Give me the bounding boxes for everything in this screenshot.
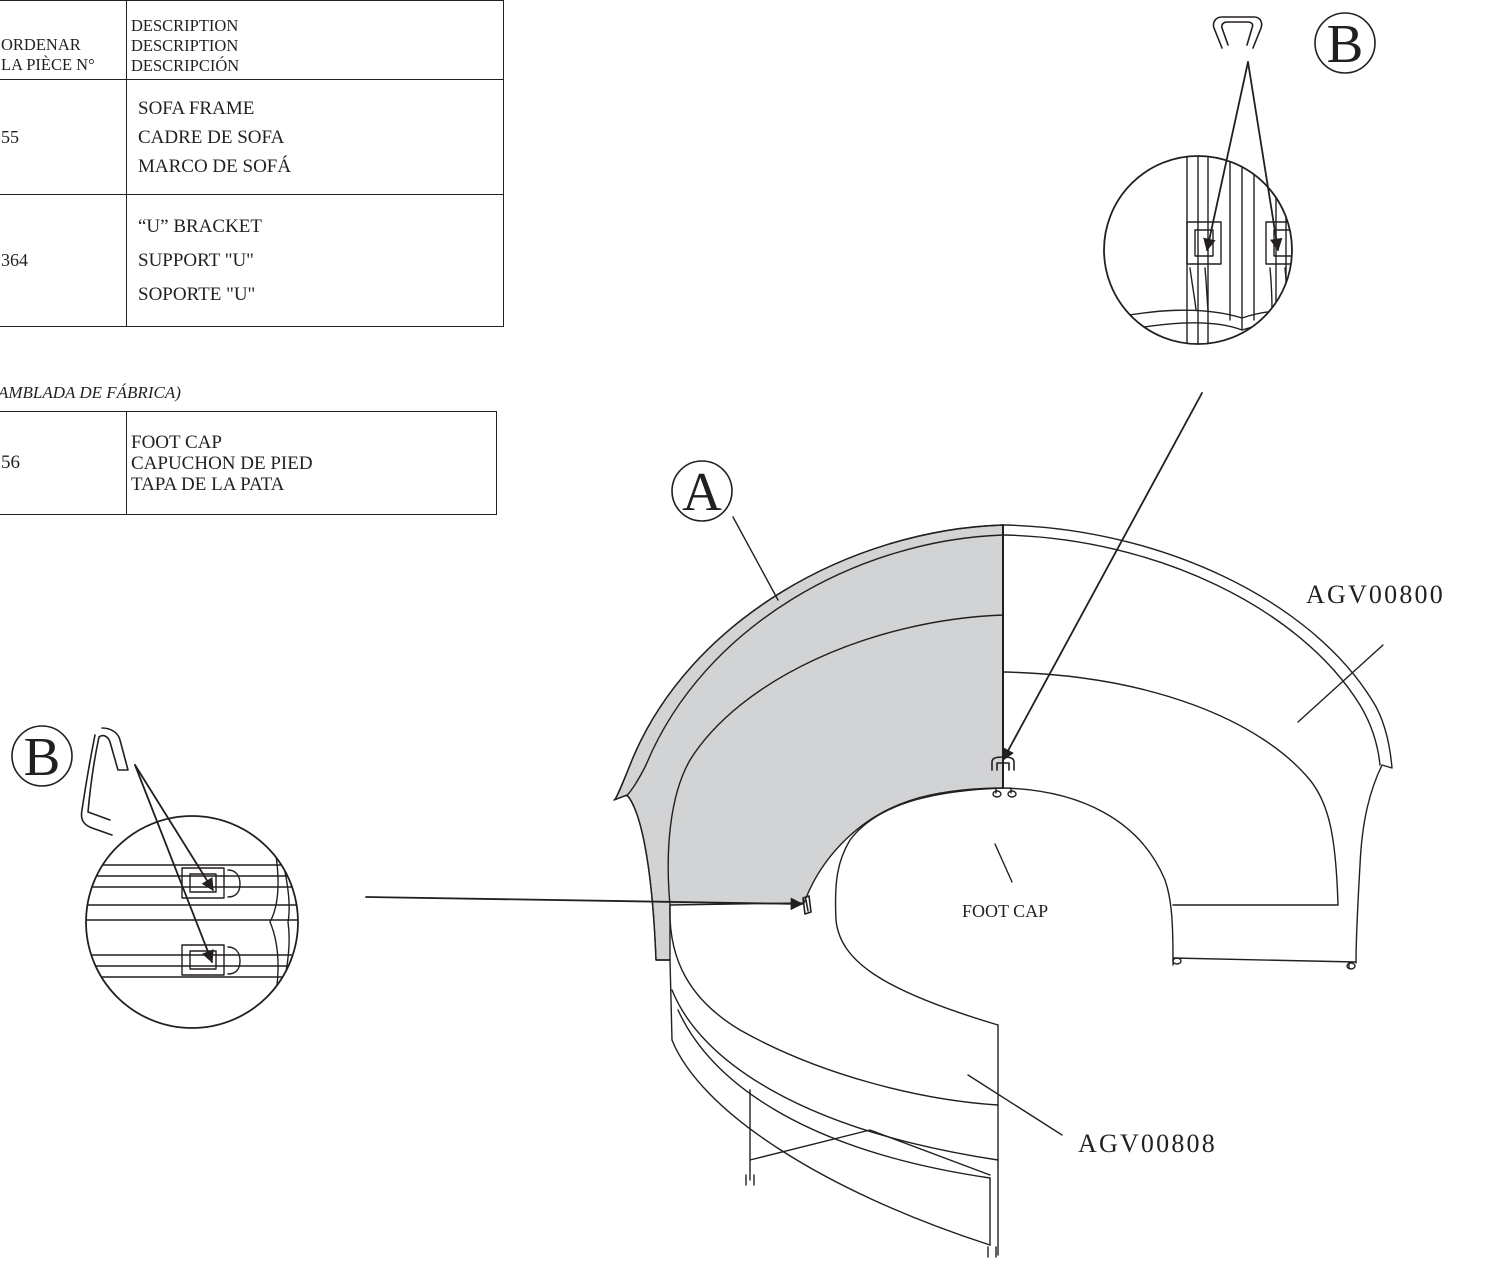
detail-circle-left [85,764,299,1029]
desc-line: CAPUCHON DE PIED [131,452,313,474]
model-label-front: AGV00808 [1078,1129,1217,1158]
leader-a [732,516,779,601]
callout-circle-b-top [1314,12,1376,74]
callout-b-top: B [1327,13,1364,74]
sofa-section-a [613,524,1004,961]
header-part-number: ORDENAR LA PIÈCE N° [0,0,127,80]
foot-cap-label: FOOT CAP [962,901,1048,921]
desc-line: FOOT CAP [131,431,222,453]
desc-line: SOPORTE "U" [138,283,256,305]
description-cell: SOFA FRAME CADRE DE SOFA MARCO DE SOFÁ [126,79,504,195]
foot-caps [992,787,1017,798]
callout-a: A [682,461,722,522]
sofa-section-right [1002,524,1393,970]
callout-circle-a [671,460,733,522]
u-bracket-icon-top [1212,16,1263,49]
arrow-top-detail [1002,392,1203,762]
part-number-cell: 56 [0,411,127,515]
description-cell: FOOT CAP CAPUCHON DE PIED TAPA DE LA PAT… [126,411,497,515]
header-desc-line: DESCRIPTION [131,16,239,35]
desc-line: “U” BRACKET [138,215,263,237]
table-row: 56 FOOT CAP CAPUCHON DE PIED TAPA DE LA … [0,411,497,515]
model-label-right: AGV00800 [1306,580,1445,609]
parts-table: ORDENAR LA PIÈCE N° DESCRIPTION DESCRIPT… [0,0,504,327]
header-desc-line: DESCRIPTION [131,36,239,55]
table-row: 364 “U” BRACKET SUPPORT "U" SOPORTE "U" [0,194,504,327]
callout-circle-b-left [11,725,73,787]
u-bracket-left [802,895,812,915]
desc-line: SUPPORT "U" [138,249,254,271]
callout-b-left: B [24,726,61,787]
table-row: 55 SOFA FRAME CADRE DE SOFA MARCO DE SOF… [0,79,504,195]
header-desc-line: DESCRIPCIÓN [131,56,240,75]
factory-parts-table: 56 FOOT CAP CAPUCHON DE PIED TAPA DE LA … [0,411,497,515]
part-number-cell: 364 [0,194,127,327]
arrow-left-detail [365,896,804,911]
leader-model-front [967,1074,1063,1136]
header-part-no-line: LA PIÈCE N° [1,55,95,74]
description-cell: “U” BRACKET SUPPORT "U" SOPORTE "U" [126,194,504,327]
factory-assembled-note: AMBLADA DE FÁBRICA) [0,383,181,402]
desc-line: CADRE DE SOFA [138,126,285,148]
leader-foot-cap [994,843,1013,883]
sofa-section-front [669,904,999,1258]
detail-circle-top [1103,61,1293,345]
desc-line: SOFA FRAME [138,97,255,119]
parts-table-header: ORDENAR LA PIÈCE N° DESCRIPTION DESCRIPT… [0,0,504,80]
desc-line: TAPA DE LA PATA [131,473,285,495]
leader-model-right [1297,644,1384,723]
u-bracket-icon-left [80,727,129,836]
header-description: DESCRIPTION DESCRIPTION DESCRIPCIÓN [126,0,504,80]
header-part-no-line: ORDENAR [1,35,81,54]
desc-line: MARCO DE SOFÁ [138,155,292,177]
